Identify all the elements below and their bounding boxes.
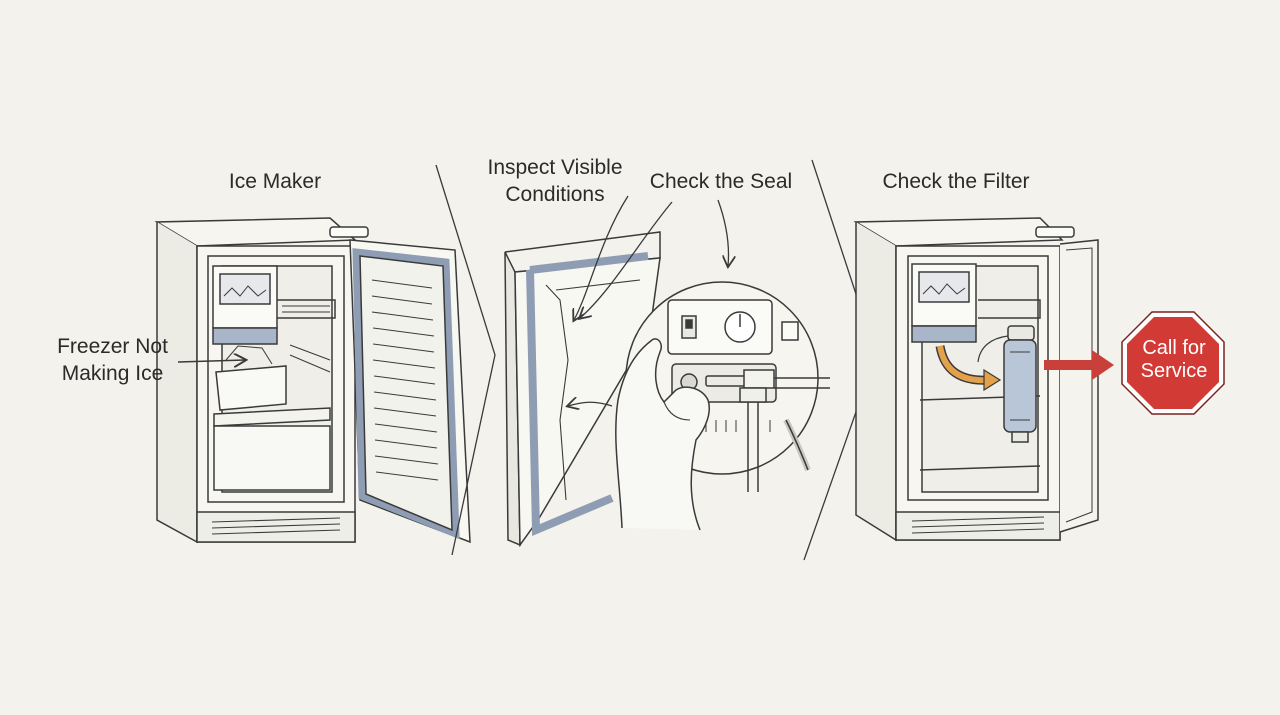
seal-pointer-arrow-2	[568, 402, 613, 406]
orange-arrow	[937, 345, 991, 384]
door-seal-illustration	[504, 231, 661, 548]
check-seal-label: Check the Seal	[649, 170, 793, 193]
inspect-label-line1: Inspect Visible	[487, 156, 623, 179]
ice-maker-label: Ice Maker	[228, 170, 322, 193]
stop-sign-icon	[1121, 311, 1225, 415]
service-label-line1: Call for	[1142, 337, 1206, 359]
panel-pointer-arrow	[717, 199, 729, 266]
freezer-label-line1: Freezer Not	[57, 335, 168, 358]
call-for-service-button: Call for Service	[1122, 337, 1226, 383]
service-label-line2: Service	[1140, 360, 1208, 382]
control-panel-illustration	[615, 281, 830, 531]
check-filter-label: Check the Filter	[882, 170, 1030, 193]
inspect-label-line2: Conditions	[505, 183, 605, 206]
orange-arrow-head	[983, 368, 1002, 392]
step-divider-1	[435, 164, 496, 556]
freezer-open-illustration	[154, 217, 471, 544]
seal-pointer-arrow-1	[580, 201, 673, 318]
freezer-label-line2: Making Ice	[61, 362, 164, 385]
red-arrow-shaft	[1044, 360, 1094, 370]
freezer-pointer-arrow	[177, 360, 245, 362]
red-arrow-head	[1092, 350, 1114, 380]
